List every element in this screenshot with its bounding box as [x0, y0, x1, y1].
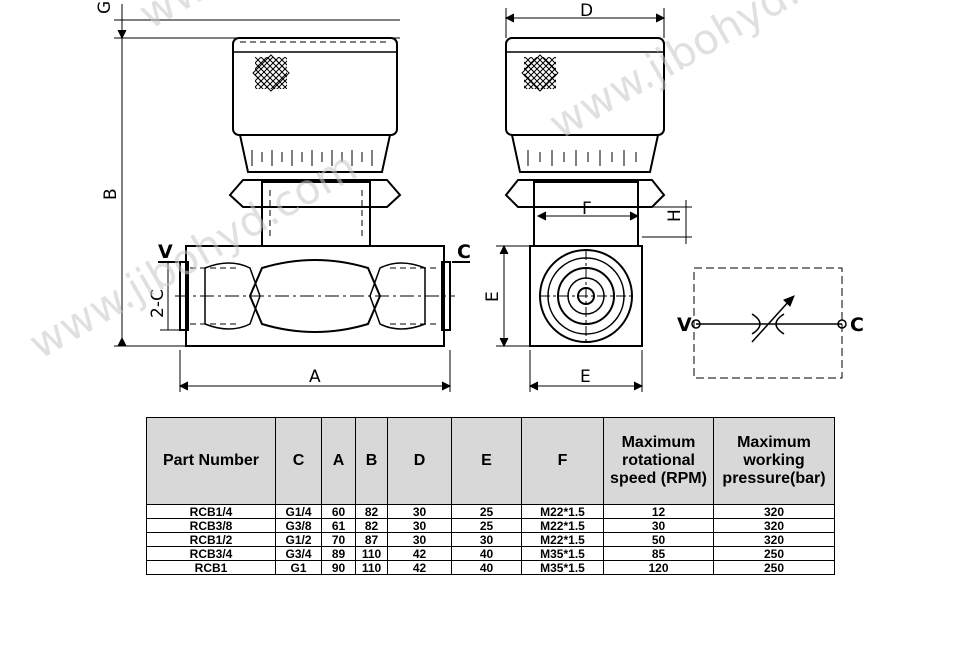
table-cell: RCB1/2 — [146, 532, 276, 547]
table-cell: RCB1 — [146, 560, 276, 575]
front-dimensions — [114, 4, 452, 392]
port-label-v: V — [158, 241, 173, 263]
dim-label-b: B — [101, 188, 121, 200]
table-cell: M35*1.5 — [521, 546, 604, 561]
table-cell: 320 — [713, 532, 835, 547]
side-body — [529, 245, 643, 347]
table-cell: 320 — [713, 504, 835, 519]
col-header-rotational-speed: Maximum rotational speed (RPM) — [603, 417, 714, 505]
table-cell: G1/4 — [275, 504, 322, 519]
table-cell: M35*1.5 — [521, 560, 604, 575]
table-cell: G1 — [275, 560, 322, 575]
table-cell: 120 — [603, 560, 714, 575]
port-label-c: C — [457, 241, 471, 263]
table-cell: 30 — [387, 518, 452, 533]
dim-label-2c: 2-C — [148, 289, 168, 318]
col-header-part-number: Part Number — [146, 417, 276, 505]
col-header-a: A — [321, 417, 356, 505]
front-lock-nut — [228, 179, 402, 208]
table-cell: 70 — [321, 532, 356, 547]
svg-text:www.jibohyd.com: www.jibohyd.com — [541, 0, 885, 149]
table-row: RCB1 G1 90 110 42 40 M35*1.5 120 250 — [146, 560, 835, 575]
table-cell: 30 — [451, 532, 522, 547]
front-scale-ring — [238, 134, 392, 173]
col-header-f: F — [521, 417, 604, 505]
dim-label-a: A — [309, 367, 321, 387]
flow-control-symbol — [691, 267, 847, 379]
symbol-label-c: C — [850, 314, 864, 336]
table-row: RCB1/4 G1/4 60 82 30 25 M22*1.5 12 320 — [146, 504, 835, 519]
table-cell: G1/2 — [275, 532, 322, 547]
side-scale-ring — [510, 134, 660, 173]
table-cell: 82 — [355, 504, 388, 519]
table-cell: 82 — [355, 518, 388, 533]
table-cell: M22*1.5 — [521, 532, 604, 547]
valve-drawing: G B 2-C A V C — [21, 0, 885, 392]
table-cell: RCB3/8 — [146, 518, 276, 533]
side-dimensions — [496, 8, 692, 392]
side-view — [504, 37, 666, 347]
table-cell: 25 — [451, 504, 522, 519]
spec-table: Part Number C A B D E F Maximum rotation… — [146, 417, 835, 575]
table-row: RCB3/4 G3/4 89 110 42 40 M35*1.5 85 250 — [146, 546, 835, 561]
table-cell: 60 — [321, 504, 356, 519]
dim-label-h: H — [665, 209, 685, 222]
table-cell: 40 — [451, 546, 522, 561]
table-cell: 12 — [603, 504, 714, 519]
table-cell: 320 — [713, 518, 835, 533]
table-cell: M22*1.5 — [521, 518, 604, 533]
dim-label-g: G — [95, 1, 115, 14]
col-header-d: D — [387, 417, 452, 505]
table-cell: 30 — [603, 518, 714, 533]
col-header-e: E — [451, 417, 522, 505]
dim-label-d: D — [580, 1, 593, 21]
table-cell: 50 — [603, 532, 714, 547]
col-header-working-pressure: Maximum working pressure(bar) — [713, 417, 835, 505]
table-cell: 110 — [355, 546, 388, 561]
table-cell: 25 — [451, 518, 522, 533]
table-cell: 40 — [451, 560, 522, 575]
knurl-icon — [255, 57, 287, 89]
svg-text:www.jibohyd.com: www.jibohyd.com — [131, 0, 475, 39]
table-cell: 90 — [321, 560, 356, 575]
table-cell: M22*1.5 — [521, 504, 604, 519]
table-cell: 110 — [355, 560, 388, 575]
table-cell: 250 — [713, 546, 835, 561]
table-cell: 250 — [713, 560, 835, 575]
table-cell: G3/8 — [275, 518, 322, 533]
table-row: RCB1/2 G1/2 70 87 30 30 M22*1.5 50 320 — [146, 532, 835, 547]
dim-label-e-side: E — [483, 291, 503, 302]
table-cell: 61 — [321, 518, 356, 533]
table-row: RCB3/8 G3/8 61 82 30 25 M22*1.5 30 320 — [146, 518, 835, 533]
table-cell: 30 — [387, 504, 452, 519]
table-cell: RCB1/4 — [146, 504, 276, 519]
table-cell: 85 — [603, 546, 714, 561]
col-header-c: C — [275, 417, 322, 505]
table-cell: 89 — [321, 546, 356, 561]
table-cell: RCB3/4 — [146, 546, 276, 561]
table-cell: G3/4 — [275, 546, 322, 561]
symbol-label-v: V — [677, 314, 692, 336]
col-header-b: B — [355, 417, 388, 505]
front-view — [175, 37, 455, 347]
table-cell: 87 — [355, 532, 388, 547]
table-header-row: Part Number C A B D E F Maximum rotation… — [146, 417, 835, 505]
adjust-arrow-icon — [783, 295, 795, 307]
table-cell: 42 — [387, 546, 452, 561]
table-cell: 30 — [387, 532, 452, 547]
table-cell: 42 — [387, 560, 452, 575]
dim-label-e-bottom: E — [580, 367, 591, 387]
svg-text:www.jibohyd.com: www.jibohyd.com — [21, 142, 365, 369]
dim-label-f: F — [582, 199, 592, 219]
